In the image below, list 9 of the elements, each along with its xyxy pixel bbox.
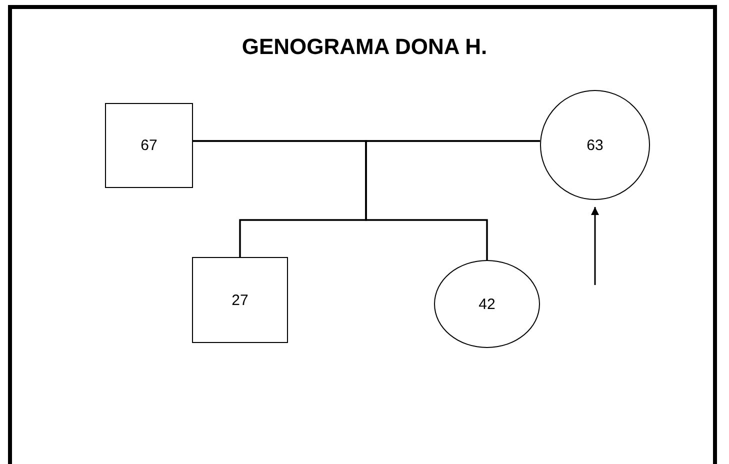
diagram-title: GENOGRAMA DONA H. xyxy=(240,34,488,60)
male-square xyxy=(105,103,193,188)
family-line xyxy=(365,140,540,260)
pointer-arrow xyxy=(591,207,599,285)
male-square xyxy=(192,257,288,343)
age-label: 27 xyxy=(232,292,248,308)
age-label: 63 xyxy=(586,136,604,154)
age-label: 67 xyxy=(140,137,158,154)
age-label: 42 xyxy=(478,296,496,312)
